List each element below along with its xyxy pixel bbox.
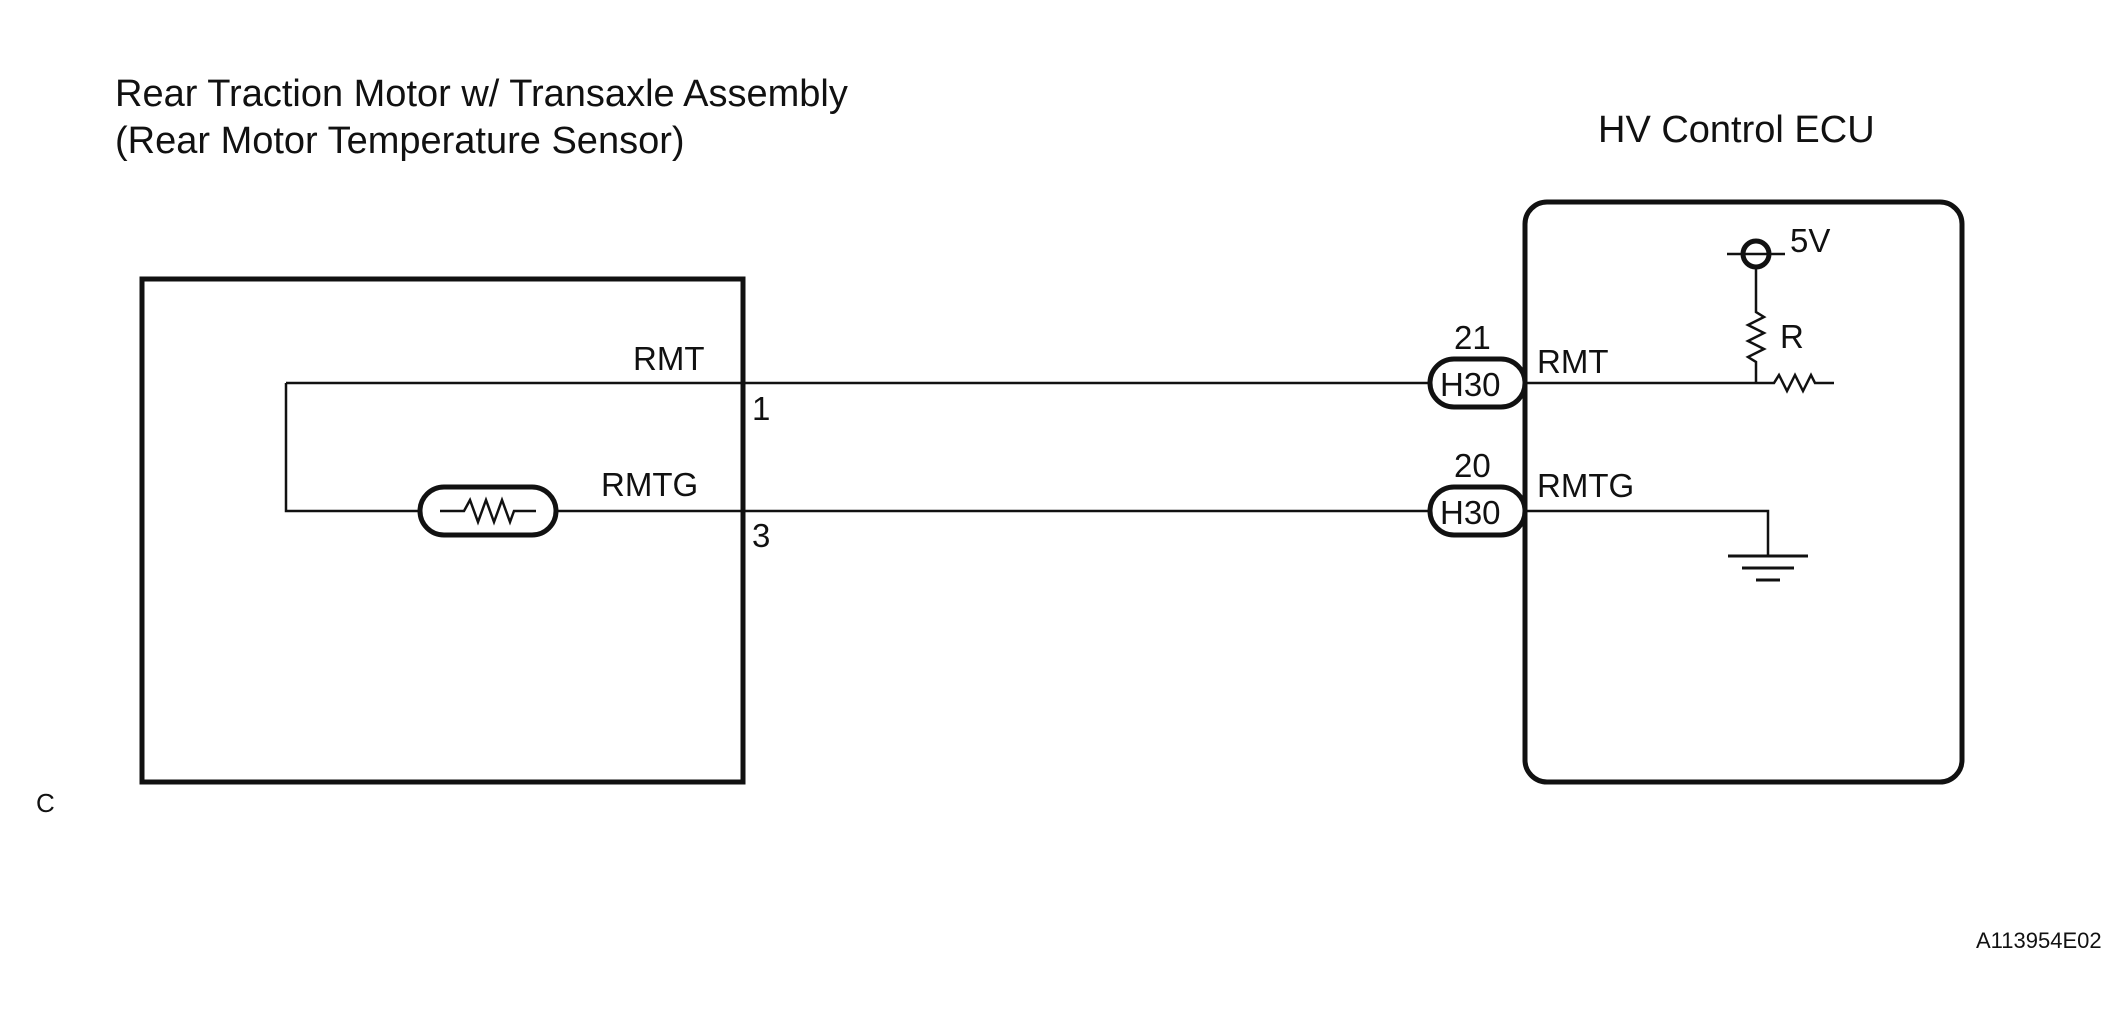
supply-terminal-icon: [1727, 238, 1785, 270]
right-component-box: [1522, 199, 1965, 785]
pullup-resistor-icon: [1745, 267, 1767, 383]
connector-name: H30: [1440, 366, 1501, 403]
ecu-signal-rmt: RMT: [1537, 343, 1608, 380]
thermistor-icon: [417, 484, 559, 538]
corner-mark: C: [36, 788, 55, 818]
connector-pin-21: 21: [1454, 319, 1491, 356]
figure-id: A113954E02: [1976, 928, 2102, 953]
supply-voltage-label: 5V: [1790, 222, 1830, 259]
resistor-label: R: [1780, 318, 1804, 355]
right-component-title: HV Control ECU: [1598, 109, 1875, 151]
wire-loop-left: [284, 383, 420, 513]
ground-icon: [1728, 554, 1808, 582]
connector-pin-20: 20: [1454, 447, 1491, 484]
wire-rmtg-ecu: [1525, 509, 1770, 556]
left-component-box: [139, 276, 746, 785]
connector-name: H30: [1440, 494, 1501, 531]
left-signal-rmt: RMT: [633, 340, 704, 377]
input-resistor-icon: [1758, 372, 1834, 394]
connector-h30-pin20: H30: [1427, 484, 1528, 538]
left-signal-rmtg: RMTG: [601, 466, 698, 503]
left-pin-3: 3: [752, 517, 770, 554]
connector-h30-pin21: H30: [1427, 356, 1528, 410]
left-component-title-line2: (Rear Motor Temperature Sensor): [115, 120, 685, 162]
ecu-signal-rmtg: RMTG: [1537, 467, 1634, 504]
left-pin-1: 1: [752, 390, 770, 427]
left-component-title-line1: Rear Traction Motor w/ Transaxle Assembl…: [115, 73, 848, 115]
